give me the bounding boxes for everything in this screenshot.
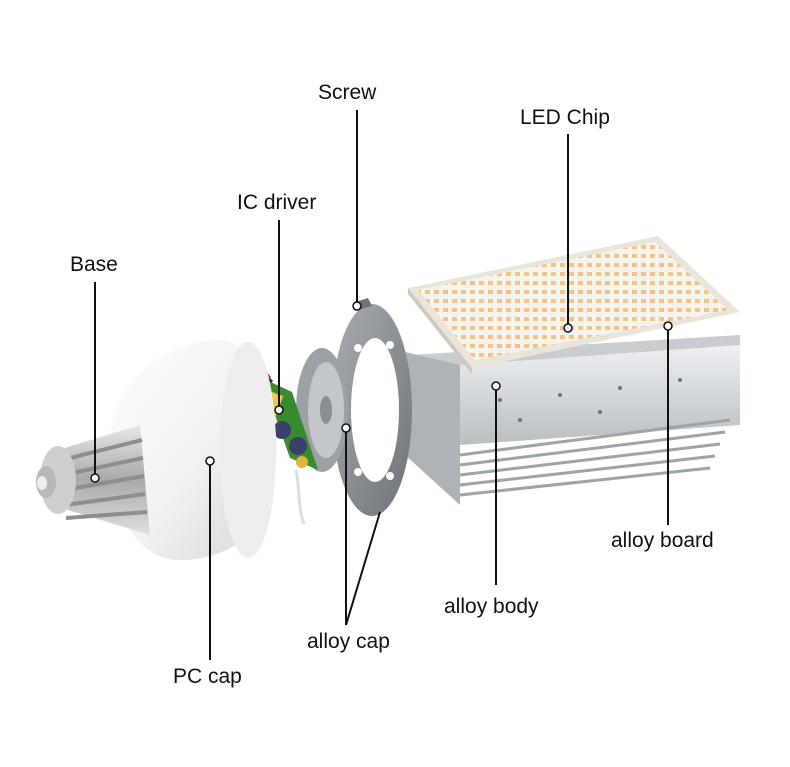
screw-label: Screw: [318, 81, 377, 104]
alloy-cap-ring: [332, 298, 412, 516]
led-chip-label: LED Chip: [520, 106, 610, 129]
led-chip-dot: [563, 323, 573, 333]
base-label: Base: [70, 253, 118, 276]
alloy-body: [405, 335, 740, 505]
callout-dots: [90, 301, 673, 483]
alloy-cap-leader-2: [345, 511, 381, 626]
screw-dot: [352, 301, 362, 311]
alloy-board-label: alloy board: [611, 529, 714, 552]
ic-driver-label: IC driver: [237, 191, 317, 214]
pc-cap-dot: [205, 456, 215, 466]
alloy-cap-dot: [341, 423, 351, 433]
alloy-body-label: alloy body: [444, 595, 539, 618]
alloy-board: [408, 236, 740, 374]
alloy-cap-label: alloy cap: [307, 630, 390, 653]
pc-cap-label: PC cap: [173, 665, 242, 688]
alloy-body-dot: [491, 381, 501, 391]
ic-driver-dot: [274, 405, 284, 415]
alloy-cap-disc: [296, 348, 348, 472]
alloy-board-dot: [663, 321, 673, 331]
base-dot: [90, 473, 100, 483]
screw-base: [36, 425, 150, 535]
pc-cap: [110, 340, 277, 560]
leader-lines: [94, 110, 669, 660]
